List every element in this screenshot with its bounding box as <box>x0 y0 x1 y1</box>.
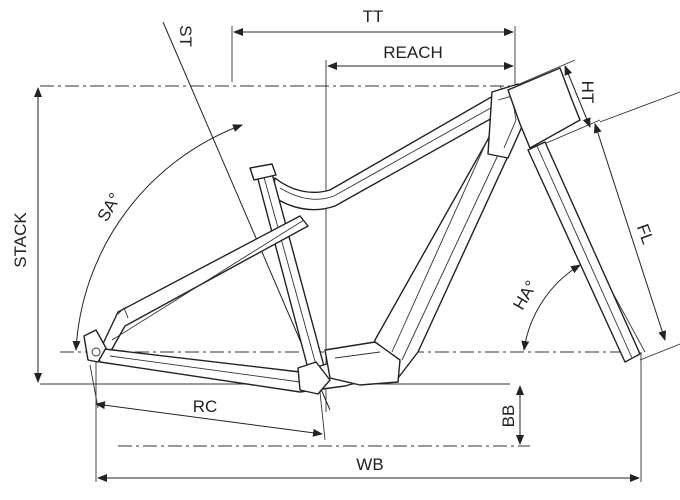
reference-lines <box>40 26 642 482</box>
st-label: ST <box>176 25 195 47</box>
motor-housing <box>324 341 401 386</box>
ht-label: HT <box>578 81 597 104</box>
rc-dimension <box>95 401 323 437</box>
ha-arc <box>521 264 581 351</box>
bb-shell <box>297 361 331 395</box>
rc-label: RC <box>193 397 218 416</box>
tt-label: TT <box>363 7 384 26</box>
sa-arc <box>72 124 243 351</box>
rear-dropout <box>83 329 107 363</box>
headset-stem <box>507 67 581 149</box>
bike-frame <box>83 83 525 395</box>
wb-label: WB <box>356 455 383 474</box>
seat-clamp <box>249 163 277 181</box>
fork <box>527 141 641 363</box>
fl-label: FL <box>633 222 658 247</box>
ha-label: HA° <box>509 277 541 313</box>
reach-label: REACH <box>383 43 443 62</box>
fl-dimension <box>593 123 667 341</box>
top-tube <box>271 91 511 211</box>
ht-dimension <box>564 65 591 128</box>
angle-arcs <box>72 124 581 351</box>
stack-label: STACK <box>11 212 30 268</box>
bb-label: BB <box>499 405 518 428</box>
